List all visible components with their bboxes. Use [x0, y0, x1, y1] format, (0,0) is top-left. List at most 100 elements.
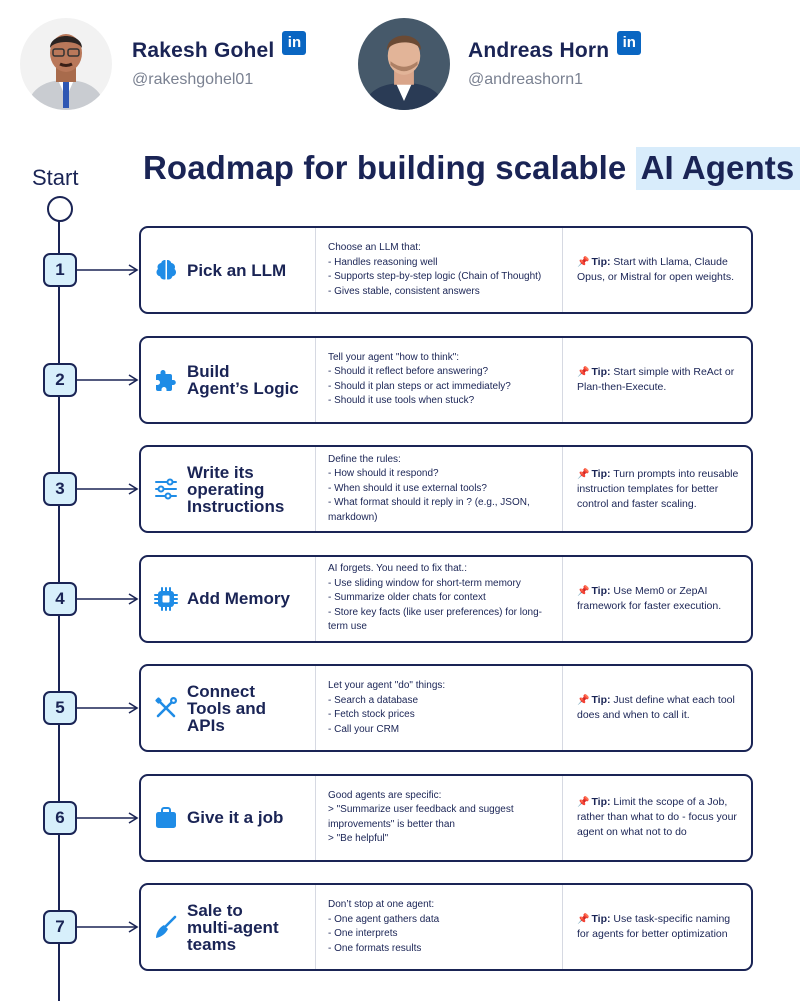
step-detail-line: - Store key facts (like user preferences…	[328, 606, 542, 633]
tip-text: Use Mem0 or ZepAI framework for faster e…	[577, 584, 722, 612]
author-name: Rakesh Gohel	[132, 39, 275, 62]
step-details: Good agents are specific: > "Summarize us…	[315, 775, 563, 860]
step-title-line: Agent’s Logic	[187, 378, 299, 398]
author-name: Andreas Horn	[468, 39, 610, 62]
step-detail-line: Good agents are specific:	[328, 789, 442, 801]
step-tip: 📌Tip: Just define what each tool does an…	[563, 666, 751, 750]
tip-text: Start simple with ReAct or Plan-then-Exe…	[577, 365, 735, 393]
author-handle: @rakeshgohel01	[132, 71, 254, 88]
step-detail-line: - Summarize older chats for context	[328, 592, 486, 604]
arrow-right-icon	[75, 373, 139, 387]
step-title-line: multi-agent	[187, 917, 279, 937]
step-heading: Add Memory	[141, 557, 315, 641]
step-tip: 📌Tip: Limit the scope of a Job, rather t…	[563, 776, 751, 860]
pushpin-icon: 📌	[577, 585, 590, 597]
step-detail-line: - One interprets	[328, 928, 398, 939]
tip-text: Limit the scope of a Job, rather than wh…	[577, 796, 737, 838]
tip-label: Tip:	[591, 694, 611, 706]
step-detail-line: Define the rules:	[328, 453, 401, 465]
title-prefix: Roadmap for building scalable	[143, 149, 627, 186]
step-detail-line: - What format should it reply in ? (e.g.…	[328, 497, 530, 523]
pushpin-icon: 📌	[577, 257, 590, 268]
step-detail-line: Don’t stop at one agent:	[328, 899, 435, 910]
tip-text: Start with Llama, Claude Opus, or Mistra…	[577, 256, 734, 283]
tip-label: Tip:	[591, 256, 611, 268]
step-detail-line: - Search a database	[328, 694, 419, 706]
step-number: 6	[43, 800, 77, 835]
author-rakesh: Rakesh Gohel in @rakeshgohel01	[20, 18, 307, 110]
step-number: 1	[43, 253, 77, 287]
step-detail-line: Tell your agent "how to think":	[328, 351, 460, 363]
tip-label: Tip:	[591, 467, 611, 480]
arrow-right-icon	[75, 263, 139, 277]
pushpin-icon: 📌	[577, 695, 590, 706]
linkedin-icon[interactable]: in	[617, 31, 642, 55]
step-details: Don’t stop at one agent:- One agent gath…	[315, 885, 563, 969]
step-number: 4	[43, 581, 77, 616]
tip-label: Tip:	[591, 913, 611, 925]
step-detail-line: - Fetch stock prices	[328, 709, 415, 720]
avatar[interactable]	[358, 18, 450, 110]
pushpin-icon: 📌	[577, 914, 590, 925]
step-detail-line: - Call your CRM	[328, 723, 400, 735]
step-detail-line: - Gives stable, consistent answers	[328, 285, 480, 297]
step-detail-line: - Use sliding window for short-term memo…	[328, 577, 521, 589]
author-handle: @andreashorn1	[468, 71, 583, 88]
step-detail-line: > "Summarize user feedback and suggest i…	[328, 804, 514, 830]
avatar[interactable]	[20, 18, 112, 110]
step-heading: Give it a job	[141, 776, 315, 860]
step-details: Tell your agent "how to think": - Should …	[315, 337, 563, 422]
step-tip: 📌Tip: Use task-specific naming for agent…	[563, 885, 751, 969]
step-title-line: Tools and	[187, 698, 267, 718]
step-detail-line: Choose an LLM that:	[328, 242, 421, 253]
step-title-line: Give it a job	[187, 808, 284, 827]
step-details: Choose an LLM that:- Handles reasoning w…	[315, 228, 563, 312]
step-number: 2	[43, 362, 77, 397]
step-number: 5	[43, 691, 77, 725]
step-tip: 📌Tip: Turn prompts into reusable instruc…	[563, 447, 751, 531]
brain-icon	[153, 257, 179, 283]
step-detail-line: - Should it reflect before answering?	[328, 366, 489, 377]
step-detail-line: - Should it plan steps or act immediatel…	[328, 380, 511, 392]
tools-icon	[153, 695, 179, 721]
step-number: 7	[43, 910, 77, 944]
pushpin-icon: 📌	[577, 468, 590, 480]
pushpin-icon: 📌	[577, 797, 590, 808]
step-title-line: Connect	[187, 681, 255, 701]
arrow-right-icon	[75, 482, 139, 496]
step-title-line: Build	[187, 361, 230, 381]
step-title-line: APIs	[187, 715, 225, 735]
start-circle-icon	[47, 196, 73, 222]
step-detail-line: AI forgets. You need to fix that.:	[328, 563, 467, 575]
step-title: Add Memory	[187, 590, 290, 607]
puzzle-icon	[153, 367, 179, 393]
step-details: Define the rules:- How should it respond…	[315, 447, 563, 531]
step-tip: 📌Tip: Start with Llama, Claude Opus, or …	[563, 228, 751, 312]
tip-label: Tip:	[591, 584, 611, 597]
arrow-right-icon	[75, 920, 139, 934]
step-title-line: operating	[187, 479, 265, 499]
page-title: Roadmap for building scalable AI Agents	[143, 147, 800, 190]
broom-icon	[153, 914, 179, 940]
step-details: Let your agent "do" things:- Search a da…	[315, 666, 563, 750]
step-card: Add Memory AI forgets. You need to fix th…	[139, 554, 753, 643]
step-title-line: teams	[187, 934, 237, 954]
step-title-line: Sale to	[187, 900, 243, 920]
step-title: Give it a job	[187, 809, 283, 826]
tip-label: Tip:	[591, 365, 611, 378]
step-details: AI forgets. You need to fix that.: - Use …	[315, 556, 563, 641]
step-detail-line: - Should it use tools when stuck?	[328, 395, 475, 406]
linkedin-icon[interactable]: in	[282, 31, 307, 55]
author-andreas: Andreas Horn in @andreashorn1	[358, 18, 642, 110]
arrow-right-icon	[75, 811, 139, 825]
step-number: 3	[43, 472, 77, 506]
